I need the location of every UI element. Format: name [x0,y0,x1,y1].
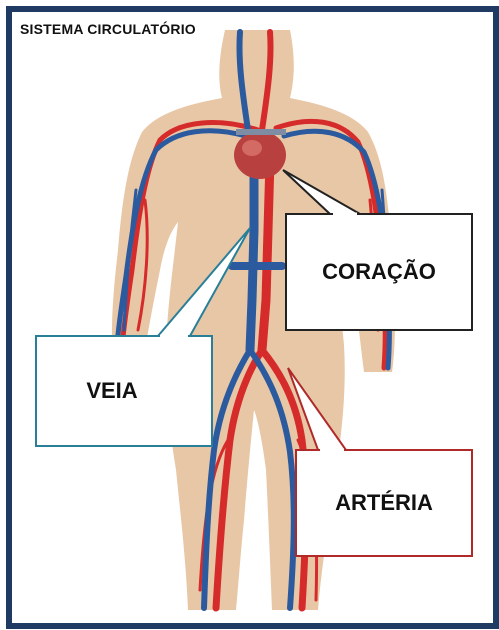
vein-vena-cava [250,160,254,350]
heart-shape [234,131,286,179]
heart-label: CORAÇÃO [322,259,436,284]
artery-label: ARTÉRIA [335,490,433,515]
heart-highlight [242,140,262,156]
heart [234,131,286,179]
vein-label: VEIA [86,378,137,403]
